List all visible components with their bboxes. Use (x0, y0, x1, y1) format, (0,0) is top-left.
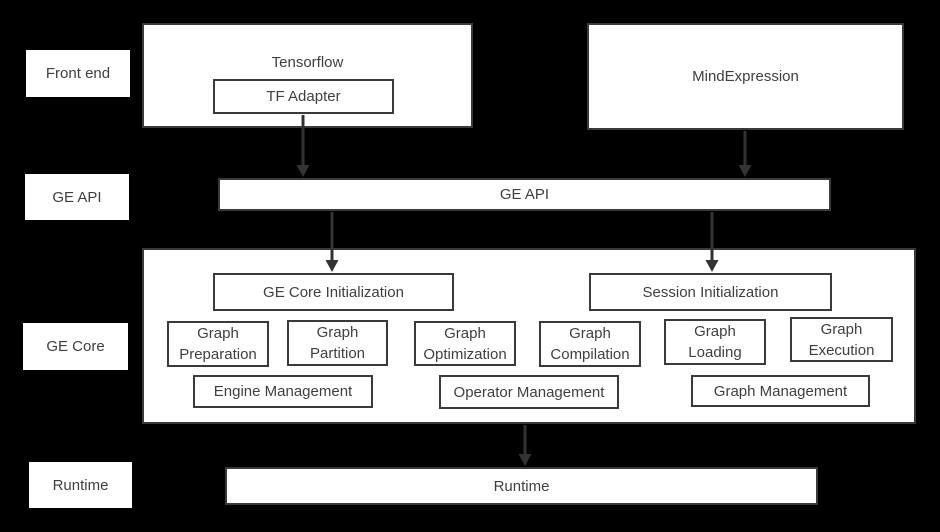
tensorflow-box: Tensorflow TF Adapter (142, 23, 473, 128)
arrow-mindexpression-to-ge-api (738, 131, 752, 177)
graph-management-box: Graph Management (691, 375, 870, 407)
row-label-ge-core: GE Core (23, 323, 128, 370)
runtime-bar: Runtime (225, 467, 818, 505)
engine-management-box: Engine Management (193, 375, 373, 408)
operator-management-box: Operator Management (439, 375, 619, 409)
arrow-ge-core-to-runtime (518, 425, 532, 466)
row-label-ge-api: GE API (25, 174, 129, 220)
graph-compilation-box: Graph Compilation (539, 321, 641, 367)
row-label-runtime: Runtime (29, 462, 132, 508)
graph-loading-box: Graph Loading (664, 319, 766, 365)
ge-core-initialization-box: GE Core Initialization (213, 273, 454, 311)
ge-api-bar: GE API (218, 178, 831, 211)
graph-execution-box: Graph Execution (790, 317, 893, 362)
graph-optimization-box: Graph Optimization (414, 321, 516, 366)
tf-adapter-box: TF Adapter (213, 79, 394, 114)
tensorflow-label: Tensorflow (271, 54, 344, 71)
row-label-front-end: Front end (26, 50, 130, 97)
graph-preparation-box: Graph Preparation (167, 321, 269, 367)
graph-partition-box: Graph Partition (287, 320, 388, 366)
mindexpression-box: MindExpression (587, 23, 904, 130)
session-initialization-box: Session Initialization (589, 273, 832, 311)
ge-core-box: GE Core Initialization Session Initializ… (142, 248, 916, 424)
